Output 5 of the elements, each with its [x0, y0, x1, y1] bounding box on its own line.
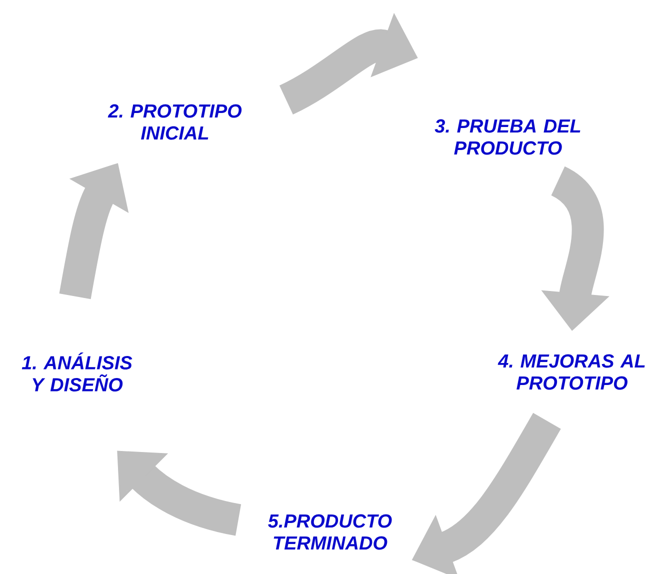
- step-label: 1. ANÁLISIS Y DISEÑO: [22, 352, 132, 392]
- step-label: 3. PRUEBA DEL PRODUCTO: [434, 119, 580, 155]
- step-label: 5.PRODUCTO TERMINADO: [268, 514, 392, 550]
- step-label: 2. PROTOTIPO INICIAL: [108, 104, 242, 140]
- step-label: 4. MEJORAS AL PROTOTIPO: [498, 354, 645, 390]
